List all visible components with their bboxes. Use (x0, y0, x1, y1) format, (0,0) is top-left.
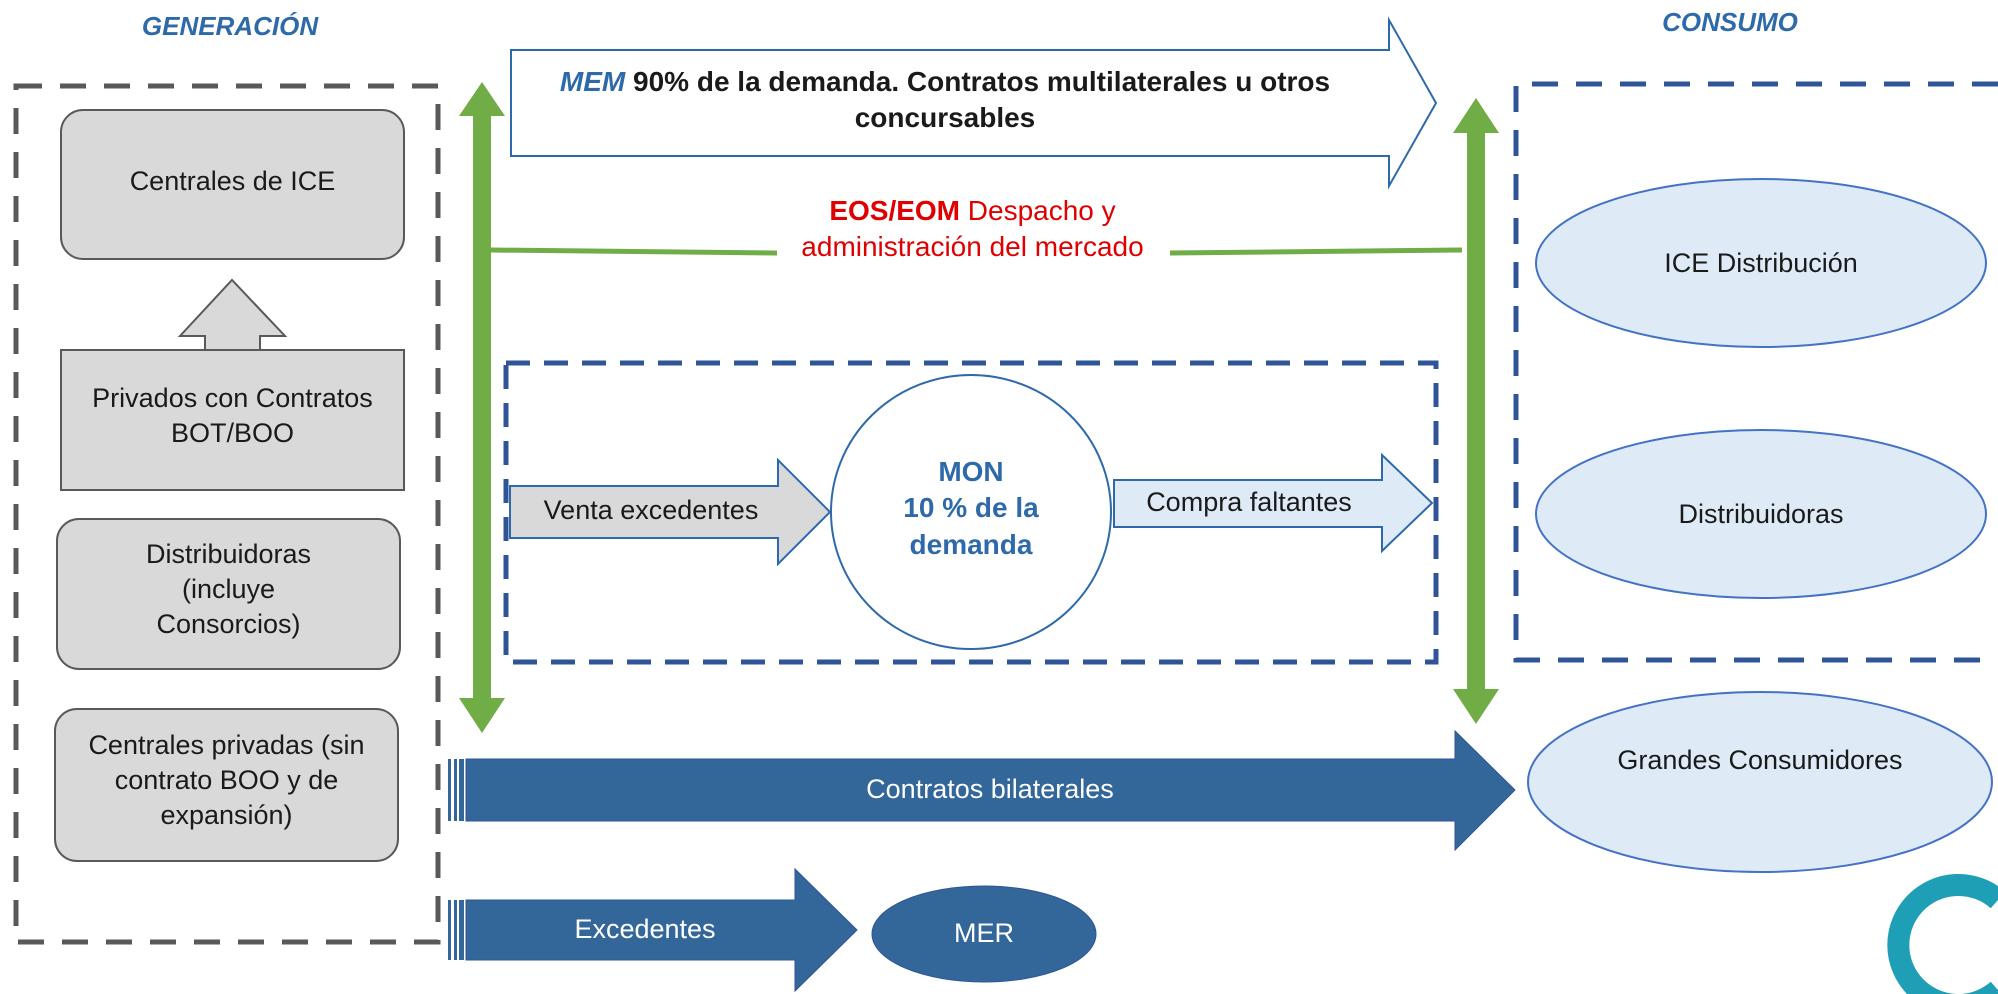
venta-arrow (509, 457, 832, 567)
logo-mark (1887, 874, 1998, 994)
mem-arrow-hollow (511, 20, 1429, 50)
excedentes-tail-1 (448, 900, 451, 960)
distribuidoras-gen-label: Distribuidoras (incluye Consorcios) (145, 539, 312, 640)
up-arrow-shape (60, 278, 405, 491)
mem-arrow-path (511, 20, 1428, 50)
bilaterales-tail-1 (448, 759, 451, 821)
mon-frame (503, 360, 1439, 665)
mon-circle (830, 374, 1112, 650)
compra-arrow (1113, 452, 1434, 554)
bilaterales-label: Contratos bilaterales (866, 774, 1114, 804)
excedentes-tail-3 (459, 900, 464, 960)
mon-name: MON (938, 456, 1004, 487)
mem-big-arrow (511, 20, 1437, 50)
mem-block-arrow (511, 20, 1436, 50)
mem-flow-arrow (511, 20, 1436, 50)
centrales-ice-box (60, 109, 405, 260)
mem-flow (511, 20, 1436, 50)
consumo-header: CONSUMO (1662, 7, 1798, 37)
mem-arrow-main (511, 20, 1440, 50)
mem-arrow (511, 20, 1440, 48)
mem-demand-arrow (511, 20, 1438, 50)
excedentes-tail-2 (454, 900, 457, 960)
bilaterales-arrow (465, 729, 1516, 852)
mem-arrow-final (511, 20, 1436, 50)
mem-arrow-visual (511, 19, 1436, 50)
eos-label: EOS/EOM Despacho y administración del me… (800, 193, 1145, 266)
centrales-privadas-label: Centrales privadas (sin contrato BOO y d… (88, 730, 365, 831)
mem-arrow-polygon (511, 20, 1435, 50)
mem-name: MEM (559, 66, 626, 97)
ice-distribucion-label: ICE Distribución (1664, 248, 1858, 278)
centrales-privadas-box (54, 708, 399, 862)
eos-connector-right (1169, 247, 1463, 256)
mem-arrow-shape (511, 20, 1436, 48)
mem-arrow-white (510, 16, 1438, 190)
ice-distribucion-ellipse (1535, 178, 1987, 348)
generacion-header: GENERACIÓN (141, 11, 319, 41)
mer-ellipse (871, 885, 1097, 983)
distribuidoras-cons-label: Distribuidoras (1678, 499, 1844, 529)
mem-arrow-real (511, 20, 1433, 50)
excedentes-arrow (465, 867, 858, 993)
eos-connector-left (490, 247, 778, 256)
mem-arrow-right (511, 20, 1431, 50)
distribuidoras-gen-box (56, 518, 401, 670)
mem-arrow-true (511, 20, 1432, 50)
mem-arrow-outline (511, 20, 1436, 50)
eos-name: EOS/EOM (829, 195, 961, 226)
mem-arrow (511, 20, 1437, 50)
mem-arrow-render (511, 20, 1434, 50)
compra-label: Compra faltantes (1146, 487, 1352, 517)
consumption-frame (1513, 81, 1998, 663)
venta-label: Venta excedentes (543, 495, 759, 525)
grandes-consumidores-ellipse (1527, 691, 1993, 873)
mem-arrow-drawn (511, 20, 1436, 50)
bilaterales-tail-2 (454, 759, 457, 821)
mem-label: MEM 90% de la demanda. Contratos multila… (520, 64, 1370, 137)
mem-arrow-shape-main (511, 18, 1436, 50)
green-arrow-left (459, 82, 505, 733)
distribuidoras-cons-ellipse (1535, 429, 1987, 599)
mem-arrow-body (511, 20, 1436, 50)
excedentes-label: Excedentes (574, 914, 716, 944)
mem-arrow-block (511, 20, 1436, 50)
mem-arrow-visible (511, 20, 1436, 50)
centrales-ice-label: Centrales de ICE (129, 166, 336, 196)
green-arrow-right (1453, 98, 1499, 724)
generation-frame (13, 83, 441, 945)
privados-label: Privados con Contratos BOT/BOO (92, 383, 373, 449)
eos-text: Despacho y administración del mercado (801, 195, 1144, 263)
mem-text: 90% de la demanda. Contratos multilatera… (633, 66, 1331, 134)
grandes-consumidores-label: Grandes Consumidores (1617, 745, 1903, 775)
mem-outline-arrow (511, 21, 1436, 50)
mer-label: MER (954, 918, 1014, 948)
mem-arrow-outline-shape (511, 20, 1430, 50)
bilaterales-tail-3 (459, 759, 464, 821)
mon-label: MON 10 % de la demanda (882, 454, 1060, 563)
mon-text: 10 % de la demanda (903, 492, 1039, 560)
mem-main-arrow (511, 20, 1436, 50)
